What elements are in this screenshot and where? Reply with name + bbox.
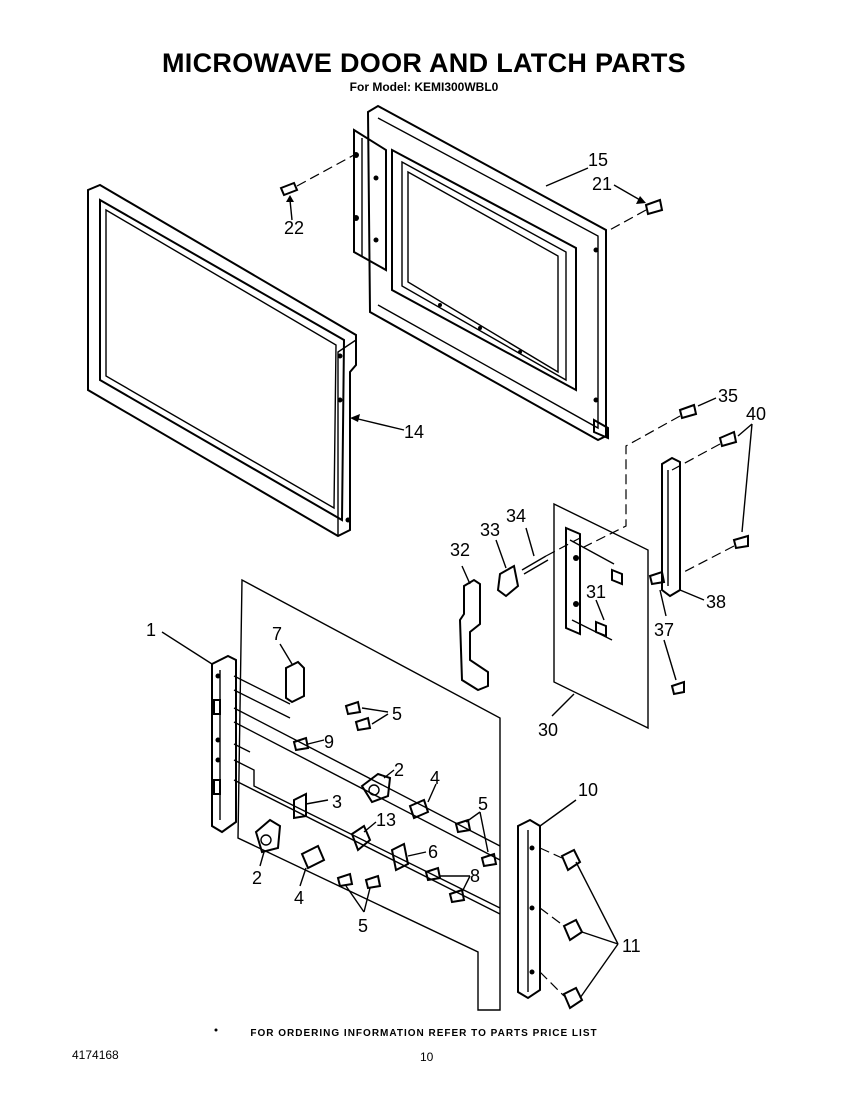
callout-40: 40 bbox=[746, 404, 766, 424]
callout-1: 1 bbox=[146, 620, 156, 640]
latch-assembly-part-30 bbox=[553, 502, 649, 730]
screw-part-22 bbox=[279, 154, 355, 221]
callout-13: 13 bbox=[376, 810, 396, 830]
callout-31: 31 bbox=[586, 582, 606, 602]
latch-part-13 bbox=[350, 821, 377, 852]
page-number: 10 bbox=[420, 1050, 434, 1064]
screw-part-21 bbox=[605, 184, 664, 233]
callout-22: 22 bbox=[284, 218, 304, 238]
callout-5-right: 5 bbox=[478, 794, 488, 814]
screw-part-35 bbox=[581, 397, 717, 549]
callout-34: 34 bbox=[506, 506, 526, 526]
callout-32: 32 bbox=[450, 540, 470, 560]
leader-30 bbox=[551, 693, 575, 717]
screws-part-8 bbox=[424, 866, 471, 904]
callout-8: 8 bbox=[470, 866, 480, 886]
hinge-plate-part-1 bbox=[161, 631, 237, 834]
screws-part-5-upper bbox=[344, 700, 389, 732]
callout-33: 33 bbox=[480, 520, 500, 540]
latch-part-3 bbox=[293, 792, 329, 820]
inner-door-panel-part-15 bbox=[353, 104, 609, 442]
callout-7: 7 bbox=[272, 624, 282, 644]
bracket-part-38 bbox=[661, 456, 705, 601]
callout-15: 15 bbox=[588, 150, 608, 170]
callout-5-lower: 5 bbox=[358, 916, 368, 936]
spring-part-34 bbox=[521, 527, 581, 575]
leader-14 bbox=[353, 417, 405, 431]
callout-30: 30 bbox=[538, 720, 558, 740]
callout-6: 6 bbox=[428, 842, 438, 862]
pin-part-4-lower bbox=[299, 844, 326, 887]
callout-11: 11 bbox=[622, 936, 641, 956]
callout-35: 35 bbox=[718, 386, 738, 406]
callout-10: 10 bbox=[578, 780, 598, 800]
callout-9: 9 bbox=[324, 732, 334, 752]
screws-part-37 bbox=[648, 570, 685, 696]
latch-part-6 bbox=[390, 842, 427, 872]
callout-14: 14 bbox=[404, 422, 424, 442]
screws-part-5-right bbox=[454, 811, 498, 868]
rail-part-10 bbox=[517, 799, 577, 1000]
page-title: MICROWAVE DOOR AND LATCH PARTS bbox=[162, 48, 686, 78]
latch-lever-part-32 bbox=[458, 565, 489, 692]
callout-21: 21 bbox=[592, 174, 612, 194]
screws-part-5-lower bbox=[336, 872, 382, 913]
pin-part-4-upper bbox=[408, 783, 437, 820]
leader-31 bbox=[595, 599, 605, 621]
bracket-part-7 bbox=[279, 643, 305, 704]
latch-cam-part-33 bbox=[495, 539, 520, 598]
callout-37: 37 bbox=[654, 620, 674, 640]
callout-3: 3 bbox=[332, 792, 342, 812]
document-number: 4174168 bbox=[72, 1048, 119, 1062]
latch-knob-part-2-lower bbox=[254, 818, 282, 867]
callout-5-upper: 5 bbox=[392, 704, 402, 724]
screw-part-9 bbox=[292, 736, 325, 752]
callout-4-upper: 4 bbox=[430, 768, 440, 788]
callout-2-lower: 2 bbox=[252, 868, 262, 888]
callout-2-upper: 2 bbox=[394, 760, 404, 780]
bumpers-part-11 bbox=[539, 847, 619, 1010]
callout-38: 38 bbox=[706, 592, 726, 612]
dot-mark bbox=[214, 1028, 218, 1032]
model-subtitle: For Model: KEMI300WBL0 bbox=[349, 80, 499, 94]
screws-part-40 bbox=[671, 423, 753, 575]
latch-knob-part-2-upper bbox=[360, 769, 395, 804]
leader-15 bbox=[545, 167, 589, 187]
callout-4-lower: 4 bbox=[294, 888, 304, 908]
lower-panel-outline bbox=[237, 578, 501, 1011]
ordering-note: FOR ORDERING INFORMATION REFER TO PARTS … bbox=[250, 1028, 598, 1039]
door-frame-part-14 bbox=[87, 183, 357, 538]
